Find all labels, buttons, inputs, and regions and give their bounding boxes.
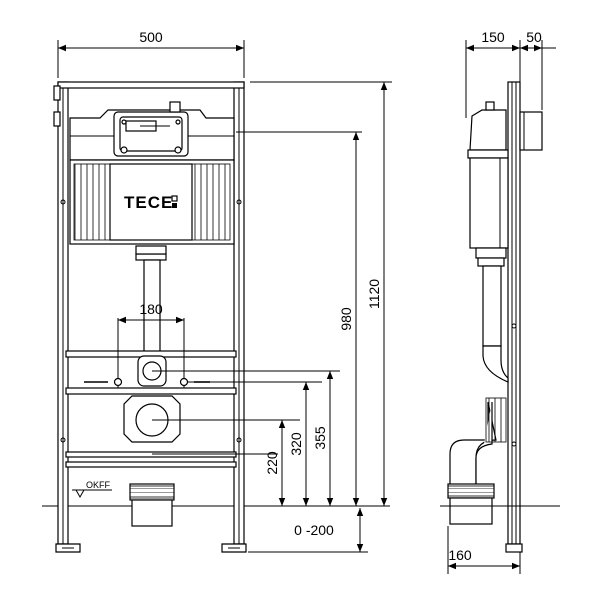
dimension-label: 500 (139, 29, 163, 45)
floor-marker: OKFF (72, 480, 112, 499)
cistern: TECE (69, 109, 235, 245)
dimension-side-depth: 160 (447, 526, 521, 574)
dimension-label: 0 -200 (294, 522, 334, 538)
top-crossbar (57, 81, 245, 89)
dimension-drain-height: 220 (264, 420, 286, 506)
dimension-cistern-height: 980 (236, 131, 362, 506)
dimension-fixing-height: 355 (312, 371, 334, 506)
dimension-fixing-spacing: 180 (118, 301, 184, 324)
dimension-frame-height: 1120 (250, 81, 392, 506)
brand-logo: TECE (124, 193, 173, 212)
front-view: TECE (42, 81, 390, 553)
dimension-label: 320 (288, 432, 304, 456)
dimension-outlet-height: 320 (288, 382, 310, 506)
dimension-label: 180 (139, 301, 163, 317)
dimension-frame-width: 500 (57, 29, 245, 78)
dimension-label: 50 (526, 29, 542, 45)
side-frame-rail (507, 81, 521, 545)
fixing-holes (84, 377, 322, 387)
drain-spigot (129, 453, 278, 527)
dimension-label: 980 (338, 307, 354, 331)
waste-outlet (123, 395, 300, 443)
side-cistern (467, 101, 509, 267)
dimension-label: 1120 (366, 279, 382, 309)
dimension-label: 355 (312, 426, 328, 450)
water-inlet (137, 355, 340, 387)
wall-bracket (519, 111, 543, 151)
floor-label: OKFF (86, 480, 111, 490)
dimension-wall-offset: 50 (520, 29, 556, 110)
dimension-foot-range: 0 -200 (248, 508, 368, 553)
flush-pipe (135, 245, 167, 353)
dimension-label: 160 (448, 547, 472, 563)
flush-mechanism (113, 101, 189, 157)
dimension-label: 150 (481, 29, 505, 45)
side-view (440, 81, 560, 553)
side-waste-bend (447, 397, 507, 525)
dimension-label: 220 (264, 451, 280, 475)
